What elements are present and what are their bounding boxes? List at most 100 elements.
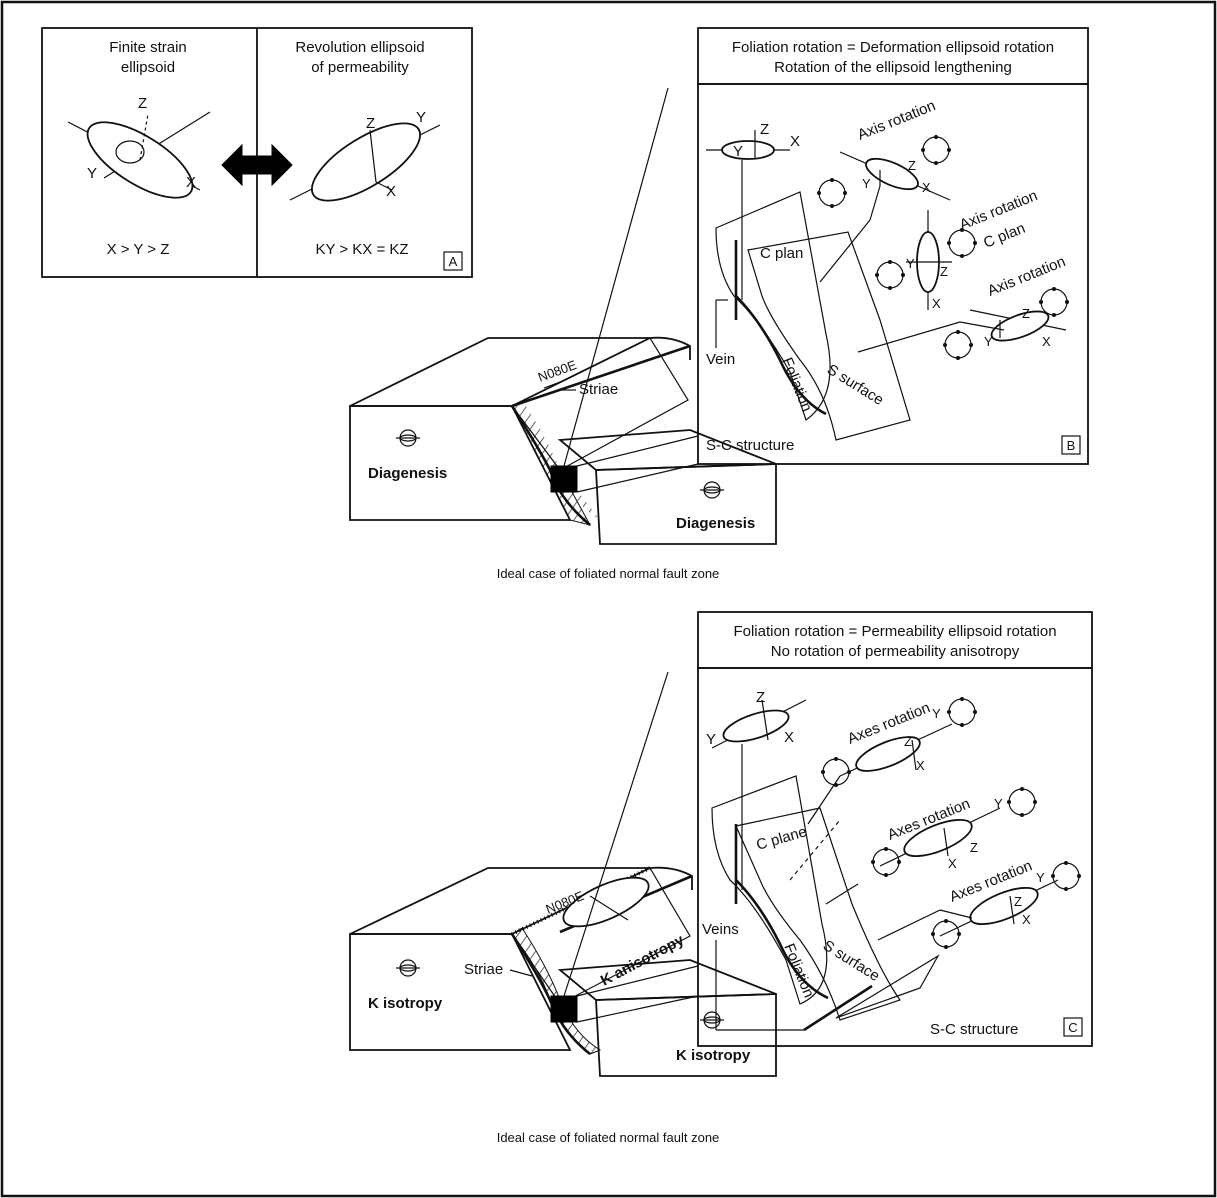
c-r1-y: Y: [932, 706, 941, 721]
rotation-dot: [944, 945, 948, 949]
strain-x-label: X: [186, 174, 196, 191]
rotation-dot: [1033, 800, 1037, 804]
top-strike: N080E: [536, 357, 579, 385]
bottom-right-isotropy: K isotropy: [676, 1047, 751, 1064]
rotation-circle-icon: [923, 137, 949, 163]
rotation-dot: [973, 710, 977, 714]
panel-b-tag: B: [1067, 438, 1076, 453]
bottom-left-isotropy: K isotropy: [368, 995, 443, 1012]
top-left-diagenesis: Diagenesis: [368, 465, 447, 482]
panel-a: Finite strain ellipsoid Revolution ellip…: [42, 28, 472, 277]
c-y-label: Y: [706, 731, 716, 748]
top-right-diagenesis: Diagenesis: [676, 515, 755, 532]
perm-z-label: Z: [366, 115, 375, 132]
rotation-dot: [830, 178, 834, 182]
rotation-dot: [943, 343, 947, 347]
rotation-dot: [947, 710, 951, 714]
c-r3-x: X: [1022, 912, 1031, 927]
panel-c-header-line2: No rotation of permeability anisotropy: [771, 643, 1020, 660]
b-foliation: Foliation: [778, 355, 815, 414]
c-r3-y: Y: [1036, 870, 1045, 885]
rotation-dot: [947, 241, 951, 245]
b-plane-back: [716, 192, 830, 420]
c-veins: Veins: [702, 921, 739, 938]
rotation-dot: [821, 770, 825, 774]
rotation-dot: [960, 723, 964, 727]
panel-c-header-line1: Foliation rotation = Permeability ellips…: [733, 623, 1056, 640]
permeability-formula: KY > KX = KZ: [315, 241, 408, 258]
b-s-surface: S surface: [824, 361, 887, 409]
c-foliation: Foliation: [780, 941, 817, 1000]
rotation-circle-icon: [1041, 289, 1067, 315]
panel-a-tag: A: [449, 254, 458, 269]
rotation-circle-icon: [945, 332, 971, 358]
b-axis-rotation-2: Axis rotation: [957, 187, 1040, 234]
b-axis-rotation-1: Axis rotation: [855, 97, 938, 144]
rotation-dot: [843, 191, 847, 195]
rotation-dot: [834, 783, 838, 787]
rotation-dot: [957, 932, 961, 936]
b-c-plan: C plan: [760, 245, 803, 262]
rotation-dot: [1020, 787, 1024, 791]
panel-b-header-line2: Rotation of the ellipsoid lengthening: [774, 59, 1012, 76]
rotation-dot: [934, 135, 938, 139]
panel-a-right-title-2: of permeability: [311, 59, 409, 76]
b-x-label: X: [790, 133, 800, 150]
c-s-surface: S surface: [820, 937, 883, 985]
rotation-circle-icon: [877, 262, 903, 288]
rotation-dot: [847, 770, 851, 774]
b-axis-rotation-3: Axis rotation: [985, 253, 1068, 300]
c-r3-z: Z: [1014, 894, 1022, 909]
rotation-dot: [973, 241, 977, 245]
panel-a-left-title-2: ellipsoid: [121, 59, 175, 76]
bottom-caption: Ideal case of foliated normal fault zone: [497, 1130, 720, 1145]
rotation-dot: [944, 919, 948, 923]
bottom-striae: Striae: [464, 961, 503, 978]
rotation-circle-icon: [949, 699, 975, 725]
strain-ellipsoid: Z Y X: [68, 95, 210, 212]
rotation-dot: [960, 254, 964, 258]
sample-square: [551, 466, 577, 492]
b-r1-z: Z: [908, 158, 916, 173]
globe-icon: [700, 482, 724, 498]
b-r3-z: Z: [1022, 306, 1030, 321]
b-r1-x: X: [922, 180, 931, 195]
rotation-dot: [947, 148, 951, 152]
c-sc-structure: S-C structure: [930, 1021, 1018, 1038]
rotation-dot: [884, 847, 888, 851]
top-striae: Striae: [579, 381, 618, 398]
permeability-ellipsoid: Z Y X: [290, 109, 440, 215]
rotation-dot: [956, 330, 960, 334]
perm-x-label: X: [386, 183, 396, 200]
b-r2-z: Z: [940, 264, 948, 279]
rotation-dot: [1052, 313, 1056, 317]
rotation-dot: [888, 286, 892, 290]
rotation-circle-icon: [1009, 789, 1035, 815]
rotation-dot: [1077, 874, 1081, 878]
c-rotation-2: Axes rotation Y Z X: [826, 787, 1037, 904]
strain-formula: X > Y > Z: [107, 241, 170, 258]
b-r1-y: Y: [862, 176, 871, 191]
rotation-dot: [1064, 861, 1068, 865]
b-y-label: Y: [733, 143, 743, 160]
b-r3-y: Y: [984, 334, 993, 349]
rotation-dot: [1007, 800, 1011, 804]
strain-y-label: Y: [87, 165, 97, 182]
panel-b: Foliation rotation = Deformation ellipso…: [698, 28, 1088, 464]
rotation-dot: [956, 356, 960, 360]
b-sc-structure: S-C structure: [706, 437, 794, 454]
globe-icon: [396, 960, 420, 976]
panel-b-header-line1: Foliation rotation = Deformation ellipso…: [732, 39, 1054, 56]
top-caption: Ideal case of foliated normal fault zone: [497, 566, 720, 581]
rotation-circle-icon: [819, 180, 845, 206]
rotation-dot: [960, 228, 964, 232]
panel-a-right-title-1: Revolution ellipsoid: [295, 39, 424, 56]
rotation-dot: [1051, 874, 1055, 878]
panel-c-tag: C: [1068, 1020, 1077, 1035]
c-r2-x: X: [948, 856, 957, 871]
c-r2-y: Y: [994, 796, 1003, 811]
rotation-circle-icon: [1053, 863, 1079, 889]
rotation-dot: [1065, 300, 1069, 304]
